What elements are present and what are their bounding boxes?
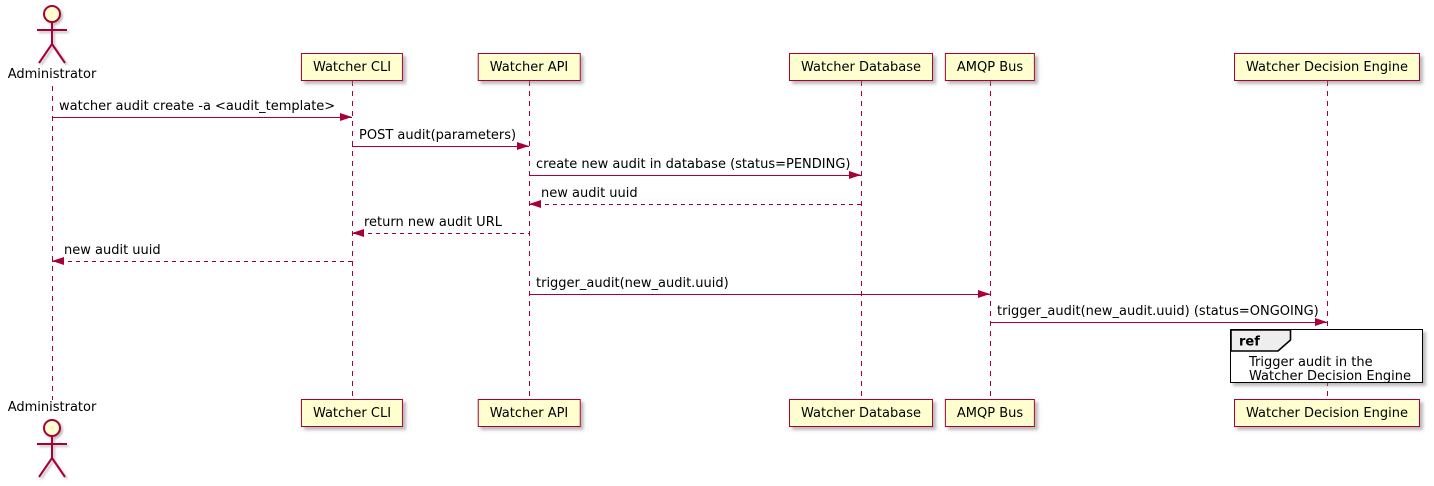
arrowhead-icon [849, 171, 861, 179]
arrowhead-icon [340, 113, 352, 121]
participant-box-amqp: AMQP Bus [944, 53, 1036, 81]
participant-box-wde: Watcher Decision Engine [1234, 53, 1420, 81]
message-line [352, 146, 529, 147]
ref-keyword: ref [1239, 335, 1260, 350]
message-label: trigger_audit(new_audit.uuid) [536, 276, 729, 291]
arrowhead-icon [529, 200, 541, 208]
message-line [529, 294, 990, 295]
participant-box-api: Watcher API [477, 53, 581, 81]
message-label: new audit uuid [64, 243, 161, 258]
lifeline-api [528, 81, 530, 399]
participant-box-cli: Watcher CLI [300, 399, 404, 427]
lifeline-wde [1326, 81, 1328, 399]
message-line [352, 233, 529, 234]
message-label: trigger_audit(new_audit.uuid) (status=ON… [997, 304, 1319, 319]
ref-text-line: Watcher Decision Engine [1249, 369, 1411, 384]
arrowhead-icon [1315, 318, 1327, 326]
lifeline-admin [51, 86, 53, 400]
arrowhead-icon [352, 229, 364, 237]
actor-icon [32, 3, 72, 67]
ref-tab-shape: ref [1230, 329, 1292, 352]
participant-box-api: Watcher API [477, 399, 581, 427]
arrowhead-icon [52, 257, 64, 265]
message-line [52, 117, 352, 118]
arrowhead-icon [978, 290, 990, 298]
message-line [529, 175, 861, 176]
actor-icon [32, 417, 72, 481]
arrowhead-icon [517, 142, 529, 150]
person-icon [37, 5, 67, 64]
lifeline-db [860, 81, 862, 399]
participant-box-db: Watcher Database [789, 53, 933, 81]
participant-box-cli: Watcher CLI [300, 53, 404, 81]
message-line [990, 322, 1327, 323]
ref-keyword-tab: ref [1230, 329, 1292, 356]
lifeline-cli [351, 81, 353, 399]
message-label: create new audit in database (status=PEN… [536, 157, 851, 172]
actor-label-admin: Administrator [7, 67, 97, 82]
message-label: POST audit(parameters) [359, 128, 517, 143]
actor-label-admin: Administrator [7, 400, 97, 415]
person-icon [37, 419, 67, 478]
participant-box-wde: Watcher Decision Engine [1234, 399, 1420, 427]
message-label: watcher audit create -a <audit_template> [59, 99, 336, 114]
message-label: new audit uuid [541, 186, 638, 201]
message-line [52, 261, 352, 262]
ref-text-line: Trigger audit in the [1249, 355, 1373, 370]
participant-box-db: Watcher Database [789, 399, 933, 427]
message-label: return new audit URL [364, 215, 502, 230]
message-line [529, 204, 861, 205]
participant-box-amqp: AMQP Bus [944, 399, 1036, 427]
lifeline-amqp [989, 81, 991, 399]
